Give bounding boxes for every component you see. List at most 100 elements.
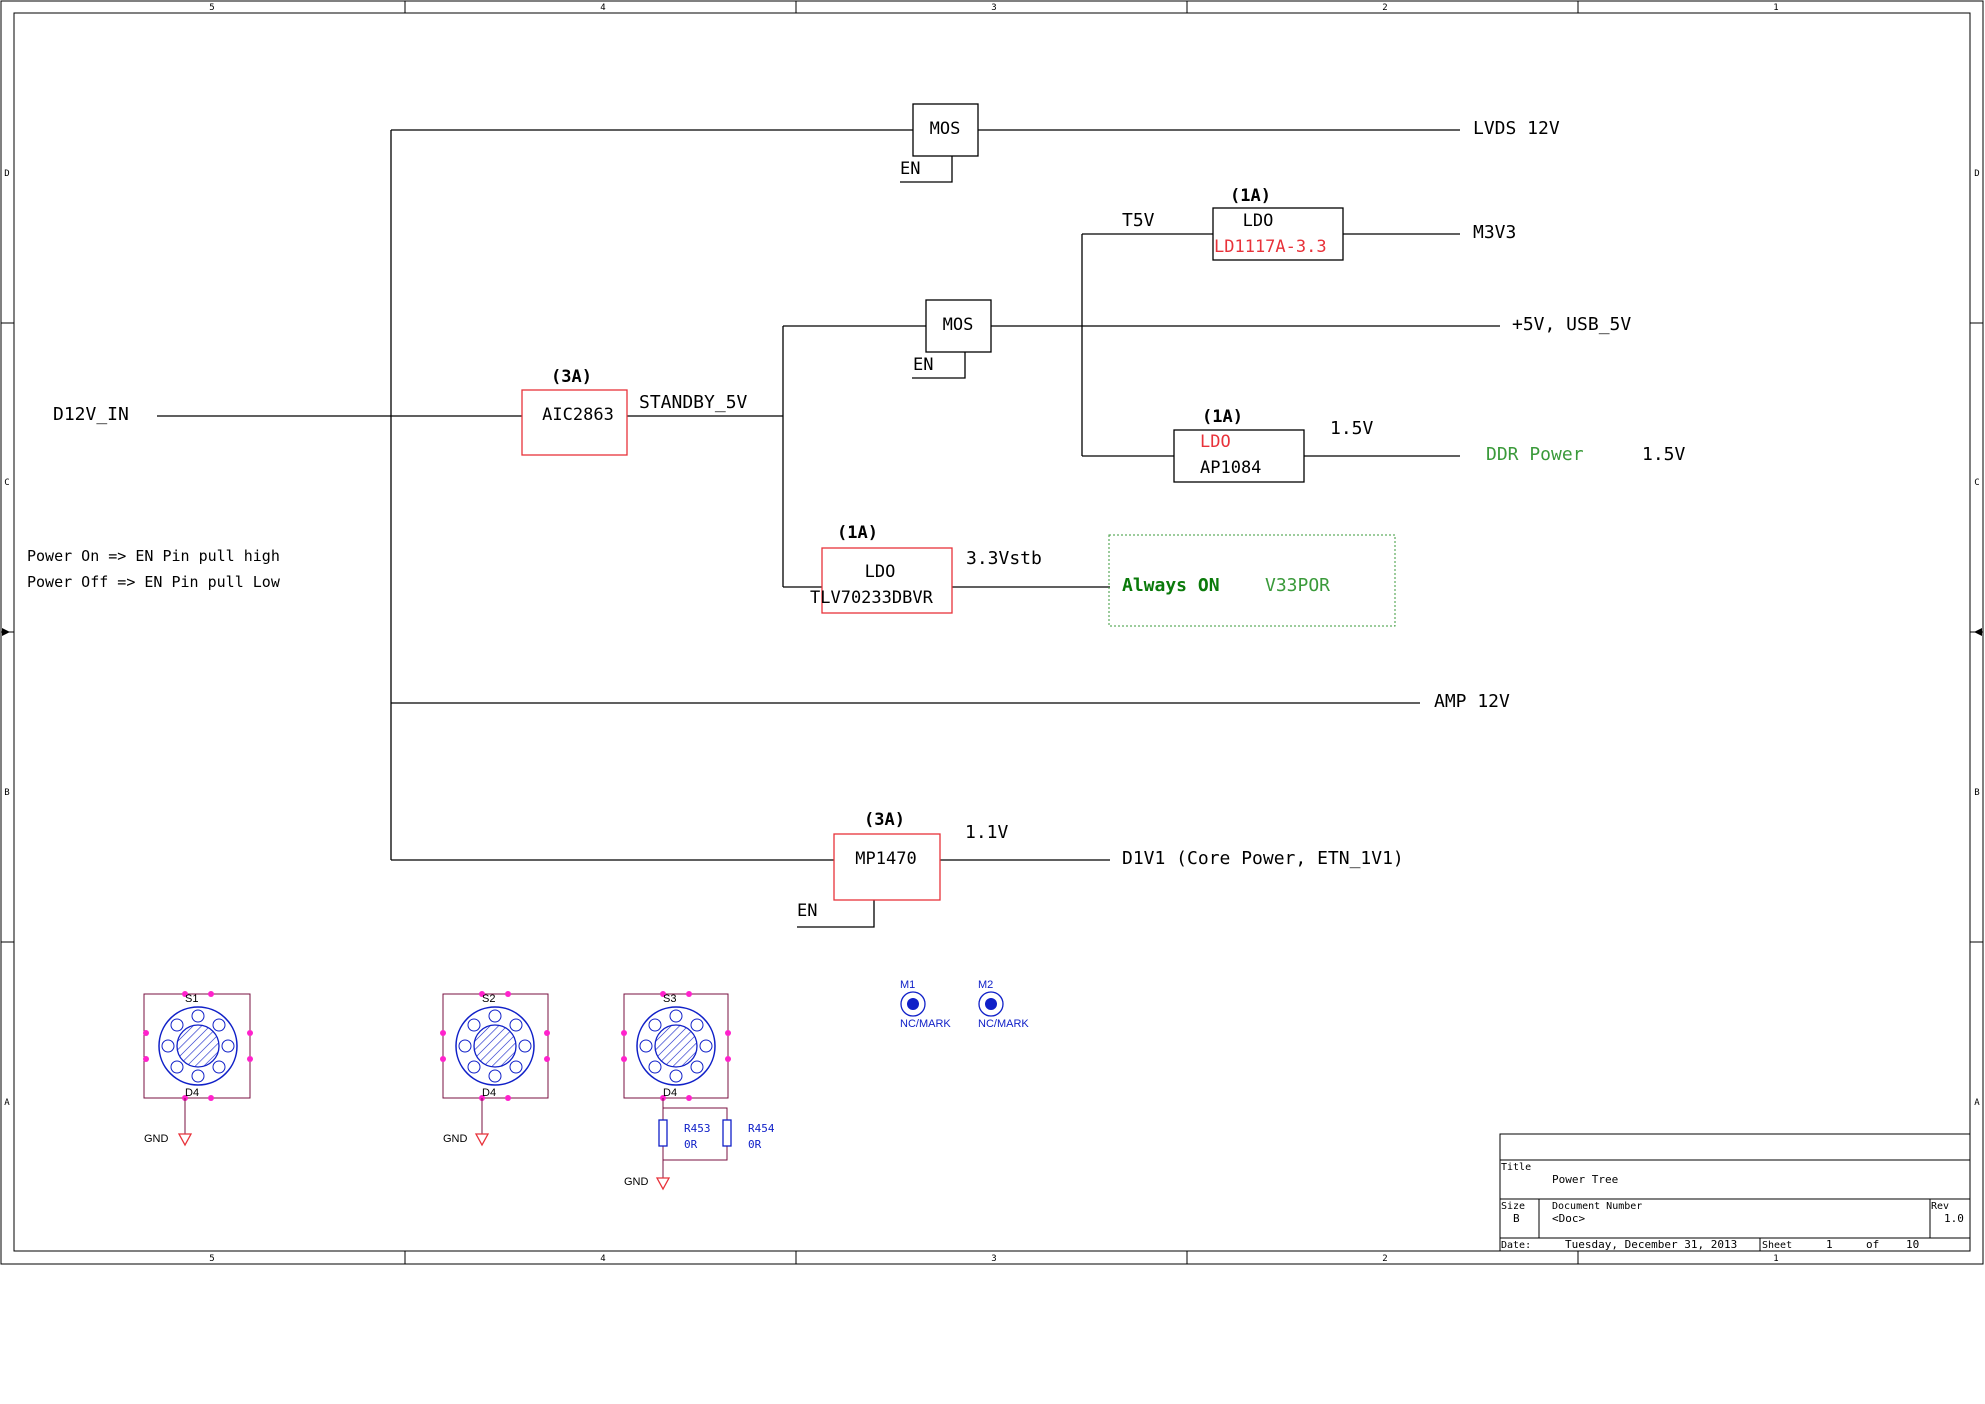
net-d12v-in: D12V_IN: [53, 404, 129, 425]
aic2863-regulator[interactable]: AIC2863: [521, 389, 628, 456]
mos-switch-lvds[interactable]: MOS: [912, 103, 979, 157]
frame-col-bottom-4: 2: [1382, 1254, 1387, 1264]
date-value: Tuesday, December 31, 2013: [1565, 1238, 1737, 1251]
ldo-ddr-current: (1A): [1202, 407, 1243, 427]
frame-col-top-4: 2: [1382, 3, 1387, 13]
resistors-r453-r454[interactable]: R453 0R R454 0R: [658, 1098, 775, 1178]
m1-label: M1: [900, 979, 915, 991]
net-3v3stb: 3.3Vstb: [966, 548, 1042, 569]
net-1v5: 1.5V: [1330, 418, 1374, 439]
ldo-m3v3[interactable]: LDO LD1117A-3.3: [1212, 207, 1344, 261]
gnd-s1: GND: [144, 1098, 193, 1147]
output-ddr-power: DDR Power: [1486, 444, 1584, 465]
s3-label: S3: [663, 993, 676, 1005]
docnum-label: Document Number: [1552, 1201, 1642, 1212]
ldo-stb-current: (1A): [837, 523, 878, 543]
fiducial-m2[interactable]: M2 NC/MARK: [978, 979, 1029, 1030]
s2-label: S2: [482, 993, 495, 1005]
net-t5v: T5V: [1122, 210, 1155, 231]
output-usb-5v: +5V, USB_5V: [1512, 314, 1631, 335]
sheet-value: 1: [1826, 1238, 1833, 1251]
sheet-label: Sheet: [1762, 1240, 1792, 1251]
note-power-off: Power Off => EN Pin pull Low: [27, 573, 281, 591]
s3-d4-label: D4: [663, 1087, 677, 1099]
frame-col-top-3: 3: [991, 3, 996, 13]
m1-nc-mark: NC/MARK: [900, 1018, 951, 1030]
ldo-standby[interactable]: LDO TLV70233DBVR: [810, 547, 953, 614]
frame-row-left-d: D: [4, 169, 9, 179]
ldo-m3v3-current: (1A): [1230, 186, 1271, 206]
frame-center-marks: [2, 628, 1982, 636]
ldo-ddr-label: LDO: [1200, 432, 1231, 452]
mounting-hole-s1[interactable]: S1 D4: [143, 991, 253, 1101]
sheet-frame: [0, 0, 1984, 1265]
frame-col-bottom-2: 4: [600, 1254, 605, 1264]
frame-col-bottom-5: 1: [1773, 1254, 1778, 1264]
sheets-value: 10: [1906, 1238, 1919, 1251]
frame-row-right-a: A: [1974, 1098, 1980, 1108]
frame-column-labels: 5 4 3 2 1 5 4 3 2 1: [209, 3, 1778, 1264]
ldo-m3v3-label: LDO: [1243, 211, 1274, 231]
mounting-hole-s3[interactable]: S3 D4: [621, 991, 731, 1101]
gnd-s1-label: GND: [144, 1133, 169, 1145]
output-ddr-voltage: 1.5V: [1642, 444, 1686, 465]
s2-d4-label: D4: [482, 1087, 496, 1099]
frame-col-bottom-3: 3: [991, 1254, 996, 1264]
always-on-label: Always ON: [1122, 575, 1220, 596]
mp-current: (3A): [864, 810, 905, 830]
mp-en-label: EN: [797, 901, 817, 921]
r454-label: R454: [748, 1122, 775, 1135]
size-value: B: [1513, 1212, 1520, 1225]
frame-col-top-1: 5: [209, 3, 214, 13]
mos-mid-label: MOS: [943, 315, 974, 335]
r454-value: 0R: [748, 1138, 762, 1151]
aic-label: AIC2863: [542, 405, 614, 425]
title-block: [1499, 1133, 1971, 1252]
output-m3v3: M3V3: [1473, 222, 1516, 243]
frame-col-bottom-1: 5: [209, 1254, 214, 1264]
wires: [157, 129, 1500, 928]
mos-top-en-label: EN: [900, 159, 920, 179]
r453-label: R453: [684, 1122, 711, 1135]
ldo-stb-label: LDO: [865, 562, 896, 582]
net-1v1: 1.1V: [965, 822, 1009, 843]
frame-row-right-c: C: [1974, 478, 1979, 488]
net-standby-5v: STANDBY_5V: [639, 392, 748, 413]
note-power-on: Power On => EN Pin pull high: [27, 547, 280, 565]
frame-row-labels: D C B A D C B A: [4, 169, 1980, 1108]
ldo-ddr-part: AP1084: [1200, 458, 1261, 478]
ldo-m3v3-part: LD1117A-3.3: [1214, 237, 1327, 257]
mos-top-label: MOS: [930, 119, 961, 139]
v33por-label: V33POR: [1265, 575, 1330, 596]
fiducial-m1[interactable]: M1 NC/MARK: [900, 979, 951, 1030]
title-label: Title: [1501, 1162, 1531, 1173]
s1-label: S1: [185, 993, 198, 1005]
frame-col-top-5: 1: [1773, 3, 1778, 13]
docnum-value: <Doc>: [1552, 1212, 1585, 1225]
gnd-s2-label: GND: [443, 1133, 468, 1145]
output-lvds-12v: LVDS 12V: [1473, 118, 1560, 139]
r453-value: 0R: [684, 1138, 698, 1151]
mos-switch-usb[interactable]: MOS: [925, 299, 992, 353]
frame-col-top-2: 4: [600, 3, 605, 13]
mp1470-regulator[interactable]: MP1470: [833, 833, 941, 901]
frame-row-right-d: D: [1974, 169, 1979, 179]
mounting-hole-s2[interactable]: S2 D4: [440, 991, 550, 1101]
output-core-power: D1V1 (Core Power, ETN_1V1): [1122, 848, 1404, 869]
ldo-ddr[interactable]: LDO AP1084: [1173, 429, 1305, 483]
title-value: Power Tree: [1552, 1173, 1618, 1186]
output-amp-12v: AMP 12V: [1434, 691, 1510, 712]
frame-row-left-b: B: [4, 788, 9, 798]
m2-label: M2: [978, 979, 993, 991]
mp-label: MP1470: [855, 849, 916, 869]
aic-current: (3A): [551, 367, 592, 387]
of-label: of: [1866, 1238, 1879, 1251]
frame-row-left-a: A: [4, 1098, 10, 1108]
frame-row-left-c: C: [4, 478, 9, 488]
mos-mid-en-label: EN: [913, 355, 933, 375]
ldo-stb-part: TLV70233DBVR: [810, 588, 934, 608]
s1-d4-label: D4: [185, 1087, 199, 1099]
frame-row-right-b: B: [1974, 788, 1979, 798]
gnd-s3-label: GND: [624, 1176, 649, 1188]
